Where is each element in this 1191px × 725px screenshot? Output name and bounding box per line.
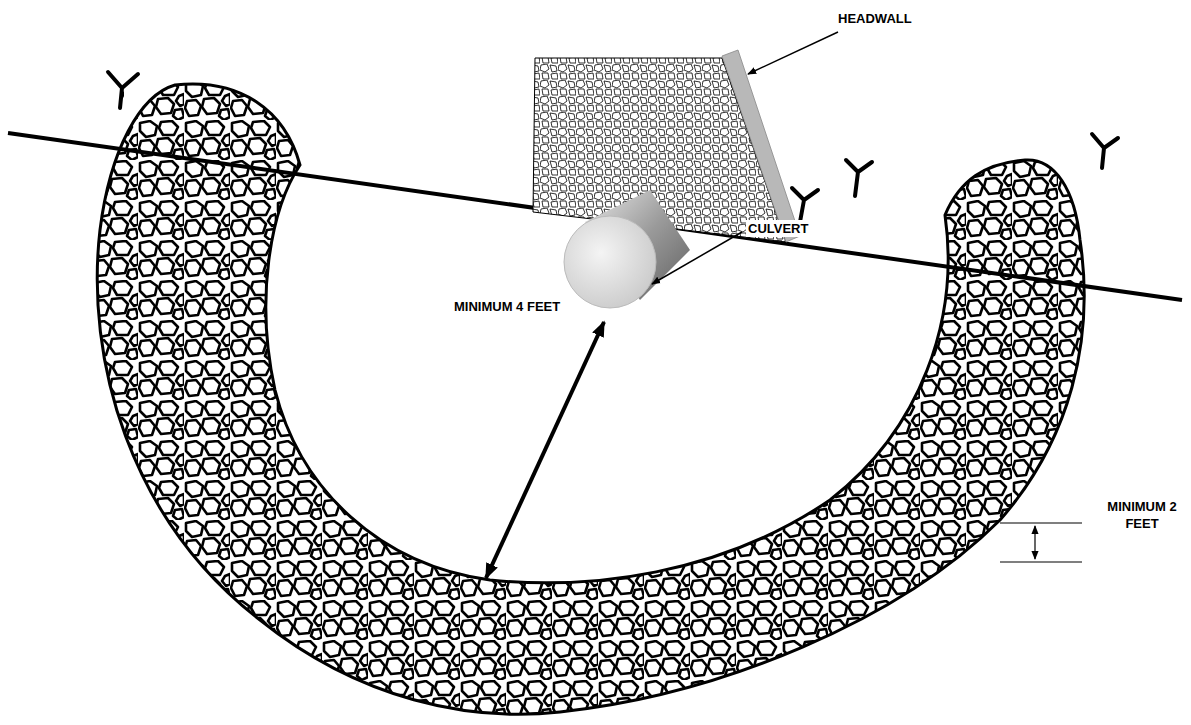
culvert-leader <box>652 232 742 284</box>
part-label: CULVERT <box>746 220 810 237</box>
headwall-leader <box>748 32 838 74</box>
dimension-label: MINIMUM 2 FEET <box>1104 498 1180 532</box>
depth-dimension <box>486 322 604 578</box>
dimension-label: MINIMUM 4 FEET <box>452 298 562 315</box>
culvert-end <box>564 216 656 308</box>
part-label: HEADWALL <box>836 10 914 27</box>
plant-symbols <box>108 72 1118 222</box>
thickness-dimension <box>1000 523 1082 562</box>
headwall-edge <box>722 50 800 242</box>
